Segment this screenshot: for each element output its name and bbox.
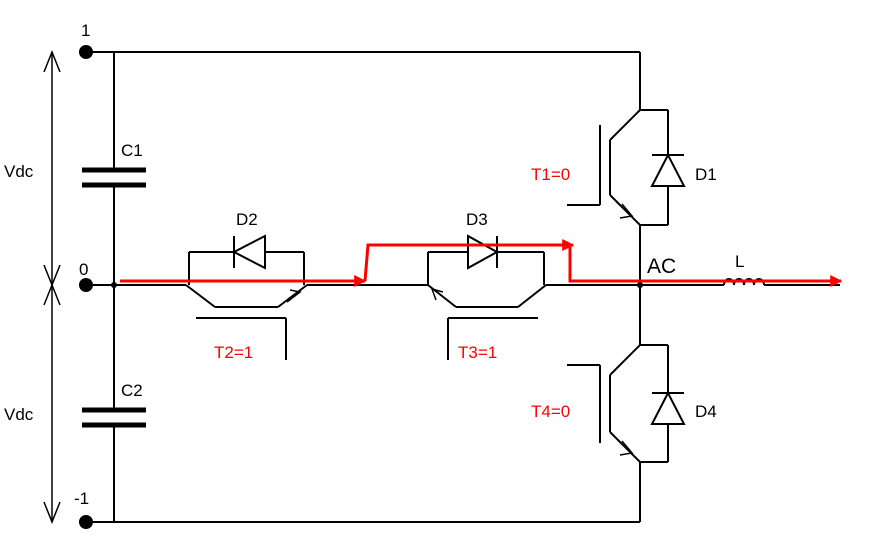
vdc-upper-arrow: [43, 49, 61, 288]
t1-state-label: T1=0: [531, 165, 570, 184]
node-0-label: 0: [79, 260, 88, 279]
switch-t3: [427, 284, 547, 360]
t4-state-label: T4=0: [531, 402, 570, 421]
bottom-rail: [86, 462, 641, 523]
top-rail: [86, 51, 641, 110]
node-1-label: 1: [81, 21, 90, 40]
inductor-label: L: [735, 252, 744, 271]
d2-label: D2: [236, 210, 258, 229]
node-1-terminal: [79, 45, 93, 59]
node-0-terminal: [79, 278, 93, 292]
junction-dot: [111, 282, 117, 288]
d1-label: D1: [695, 165, 717, 184]
c2-label: C2: [121, 381, 143, 400]
capacitor-c1: [82, 52, 146, 285]
current-path: [120, 239, 843, 287]
diode-d1: [640, 109, 686, 226]
switch-t4: [567, 285, 641, 463]
node-minus1-terminal: [79, 515, 93, 529]
ac-label: AC: [647, 255, 676, 278]
diode-d4: [640, 344, 686, 463]
vdc-lower-arrow: [43, 282, 61, 525]
d3-label: D3: [466, 210, 488, 229]
c1-label: C1: [121, 141, 143, 160]
t3-state-label: T3=1: [458, 343, 497, 362]
switch-t2: [185, 284, 308, 360]
node-minus1-label: -1: [74, 489, 89, 508]
capacitor-c2: [82, 285, 146, 522]
d4-label: D4: [695, 402, 717, 421]
t2-state-label: T2=1: [214, 343, 253, 362]
diode-d3: [427, 234, 545, 285]
switch-t1: [567, 109, 641, 285]
vdc-upper-label: Vdc: [4, 162, 34, 181]
vdc-lower-label: Vdc: [4, 405, 34, 424]
diode-d2: [188, 234, 305, 285]
